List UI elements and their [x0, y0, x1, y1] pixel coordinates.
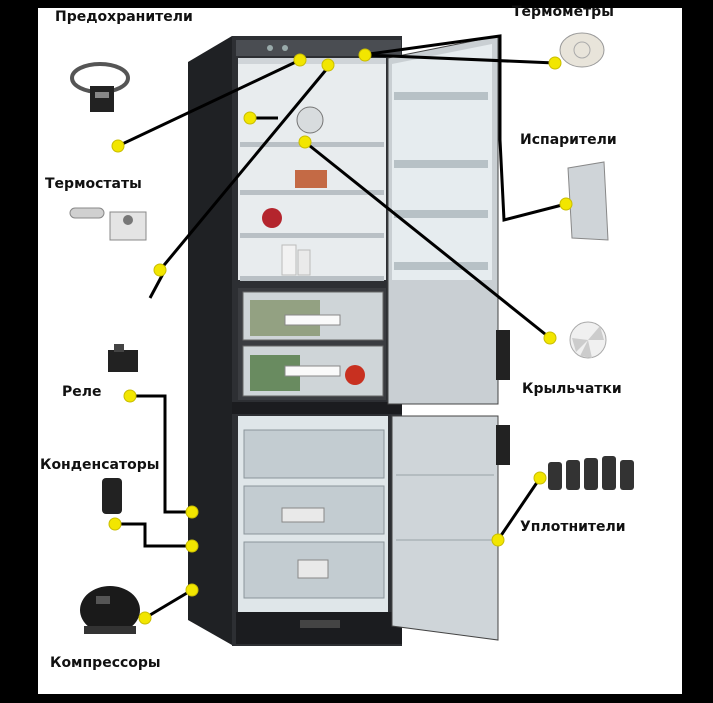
label-impellers: Крыльчатки — [522, 381, 622, 397]
glass-shelf — [240, 142, 384, 147]
bottle-item — [297, 249, 311, 276]
callout-dot-condensers — [108, 517, 122, 531]
glass-shelf — [240, 276, 384, 281]
fridge-light-strip — [238, 58, 386, 64]
label-thermostats: Термостаты — [45, 176, 142, 192]
thermostat-part-icon — [69, 207, 147, 241]
label-thermometers: Термометры — [512, 4, 614, 20]
callout-dot-thermostats — [153, 263, 167, 277]
freezer-door — [391, 415, 499, 641]
freezer-drawer — [243, 429, 385, 479]
callout-dot-seal-door — [491, 533, 505, 547]
door-bin — [394, 92, 488, 100]
door-handle — [496, 330, 510, 380]
callout-dot-inner — [243, 111, 257, 125]
refrigerator-illustration — [188, 35, 510, 646]
door-bin — [394, 160, 488, 168]
compressor-part-icon — [80, 586, 140, 634]
frozen-food — [281, 507, 325, 523]
relay-part-icon — [108, 344, 138, 372]
leader-compressors — [144, 588, 193, 620]
door-bin — [394, 210, 488, 218]
callout-dot-seals — [533, 471, 547, 485]
leader-impellers — [304, 140, 551, 340]
impeller-part-icon — [569, 321, 607, 359]
control-knob — [282, 45, 288, 51]
glass-shelf — [240, 190, 384, 195]
evaporator-part-icon — [567, 161, 609, 241]
compartment-divider — [232, 402, 402, 414]
callout-dot-impeller-start — [298, 135, 312, 149]
callout-dot-thermometer — [548, 56, 562, 70]
leader-relay — [130, 394, 192, 514]
label-seals: Уплотнители — [520, 519, 626, 535]
callout-dot-evaporators — [559, 197, 573, 211]
callout-dot-fuses — [111, 139, 125, 153]
label-evaporators: Испарители — [520, 132, 617, 148]
callout-dot-compressors — [138, 611, 152, 625]
callout-dot-condenser-end — [185, 539, 199, 553]
fridge-compartment-interior — [238, 58, 386, 280]
label-condensers: Конденсаторы — [40, 457, 160, 473]
fuse-part-icon — [70, 62, 130, 112]
glass-shelf — [240, 233, 384, 238]
thermometer-part-icon — [559, 32, 605, 68]
condenser-part-icon — [102, 478, 122, 514]
bottle-item — [281, 244, 297, 276]
callout-dot-impellers — [543, 331, 557, 345]
seal-part-icon — [548, 456, 634, 490]
drawer-handle — [284, 314, 341, 326]
callout-dot-thermostat-top — [321, 58, 335, 72]
label-compressors: Компрессоры — [50, 655, 161, 671]
callout-dot-relay — [123, 389, 137, 403]
freezer-door-handle — [496, 425, 510, 465]
inside-thermometer-dial — [296, 106, 324, 134]
leader-evaporators — [361, 34, 567, 222]
callout-dots — [108, 48, 573, 625]
drawer-handle — [284, 365, 341, 377]
door-bin — [394, 262, 488, 270]
callout-dot-relay-end — [185, 505, 199, 519]
leader-seals — [496, 477, 542, 541]
leader-thermometers — [364, 53, 556, 65]
label-fuses: Предохранители — [55, 9, 193, 25]
tomato — [345, 365, 365, 385]
callout-dot-thermometer-top — [358, 48, 372, 62]
leader-condensers — [115, 522, 192, 548]
leader-fuses — [117, 58, 301, 148]
base-vent — [300, 620, 340, 628]
food-tray — [295, 170, 327, 188]
leader-lines — [115, 34, 567, 620]
frozen-food — [297, 559, 329, 579]
fruit-item — [262, 208, 282, 228]
callout-dot-compressor-end — [185, 583, 199, 597]
control-knob — [267, 45, 273, 51]
callout-dot-fuse-top — [293, 53, 307, 67]
leader-thermostats-top — [158, 64, 332, 271]
label-relay: Реле — [62, 384, 102, 400]
